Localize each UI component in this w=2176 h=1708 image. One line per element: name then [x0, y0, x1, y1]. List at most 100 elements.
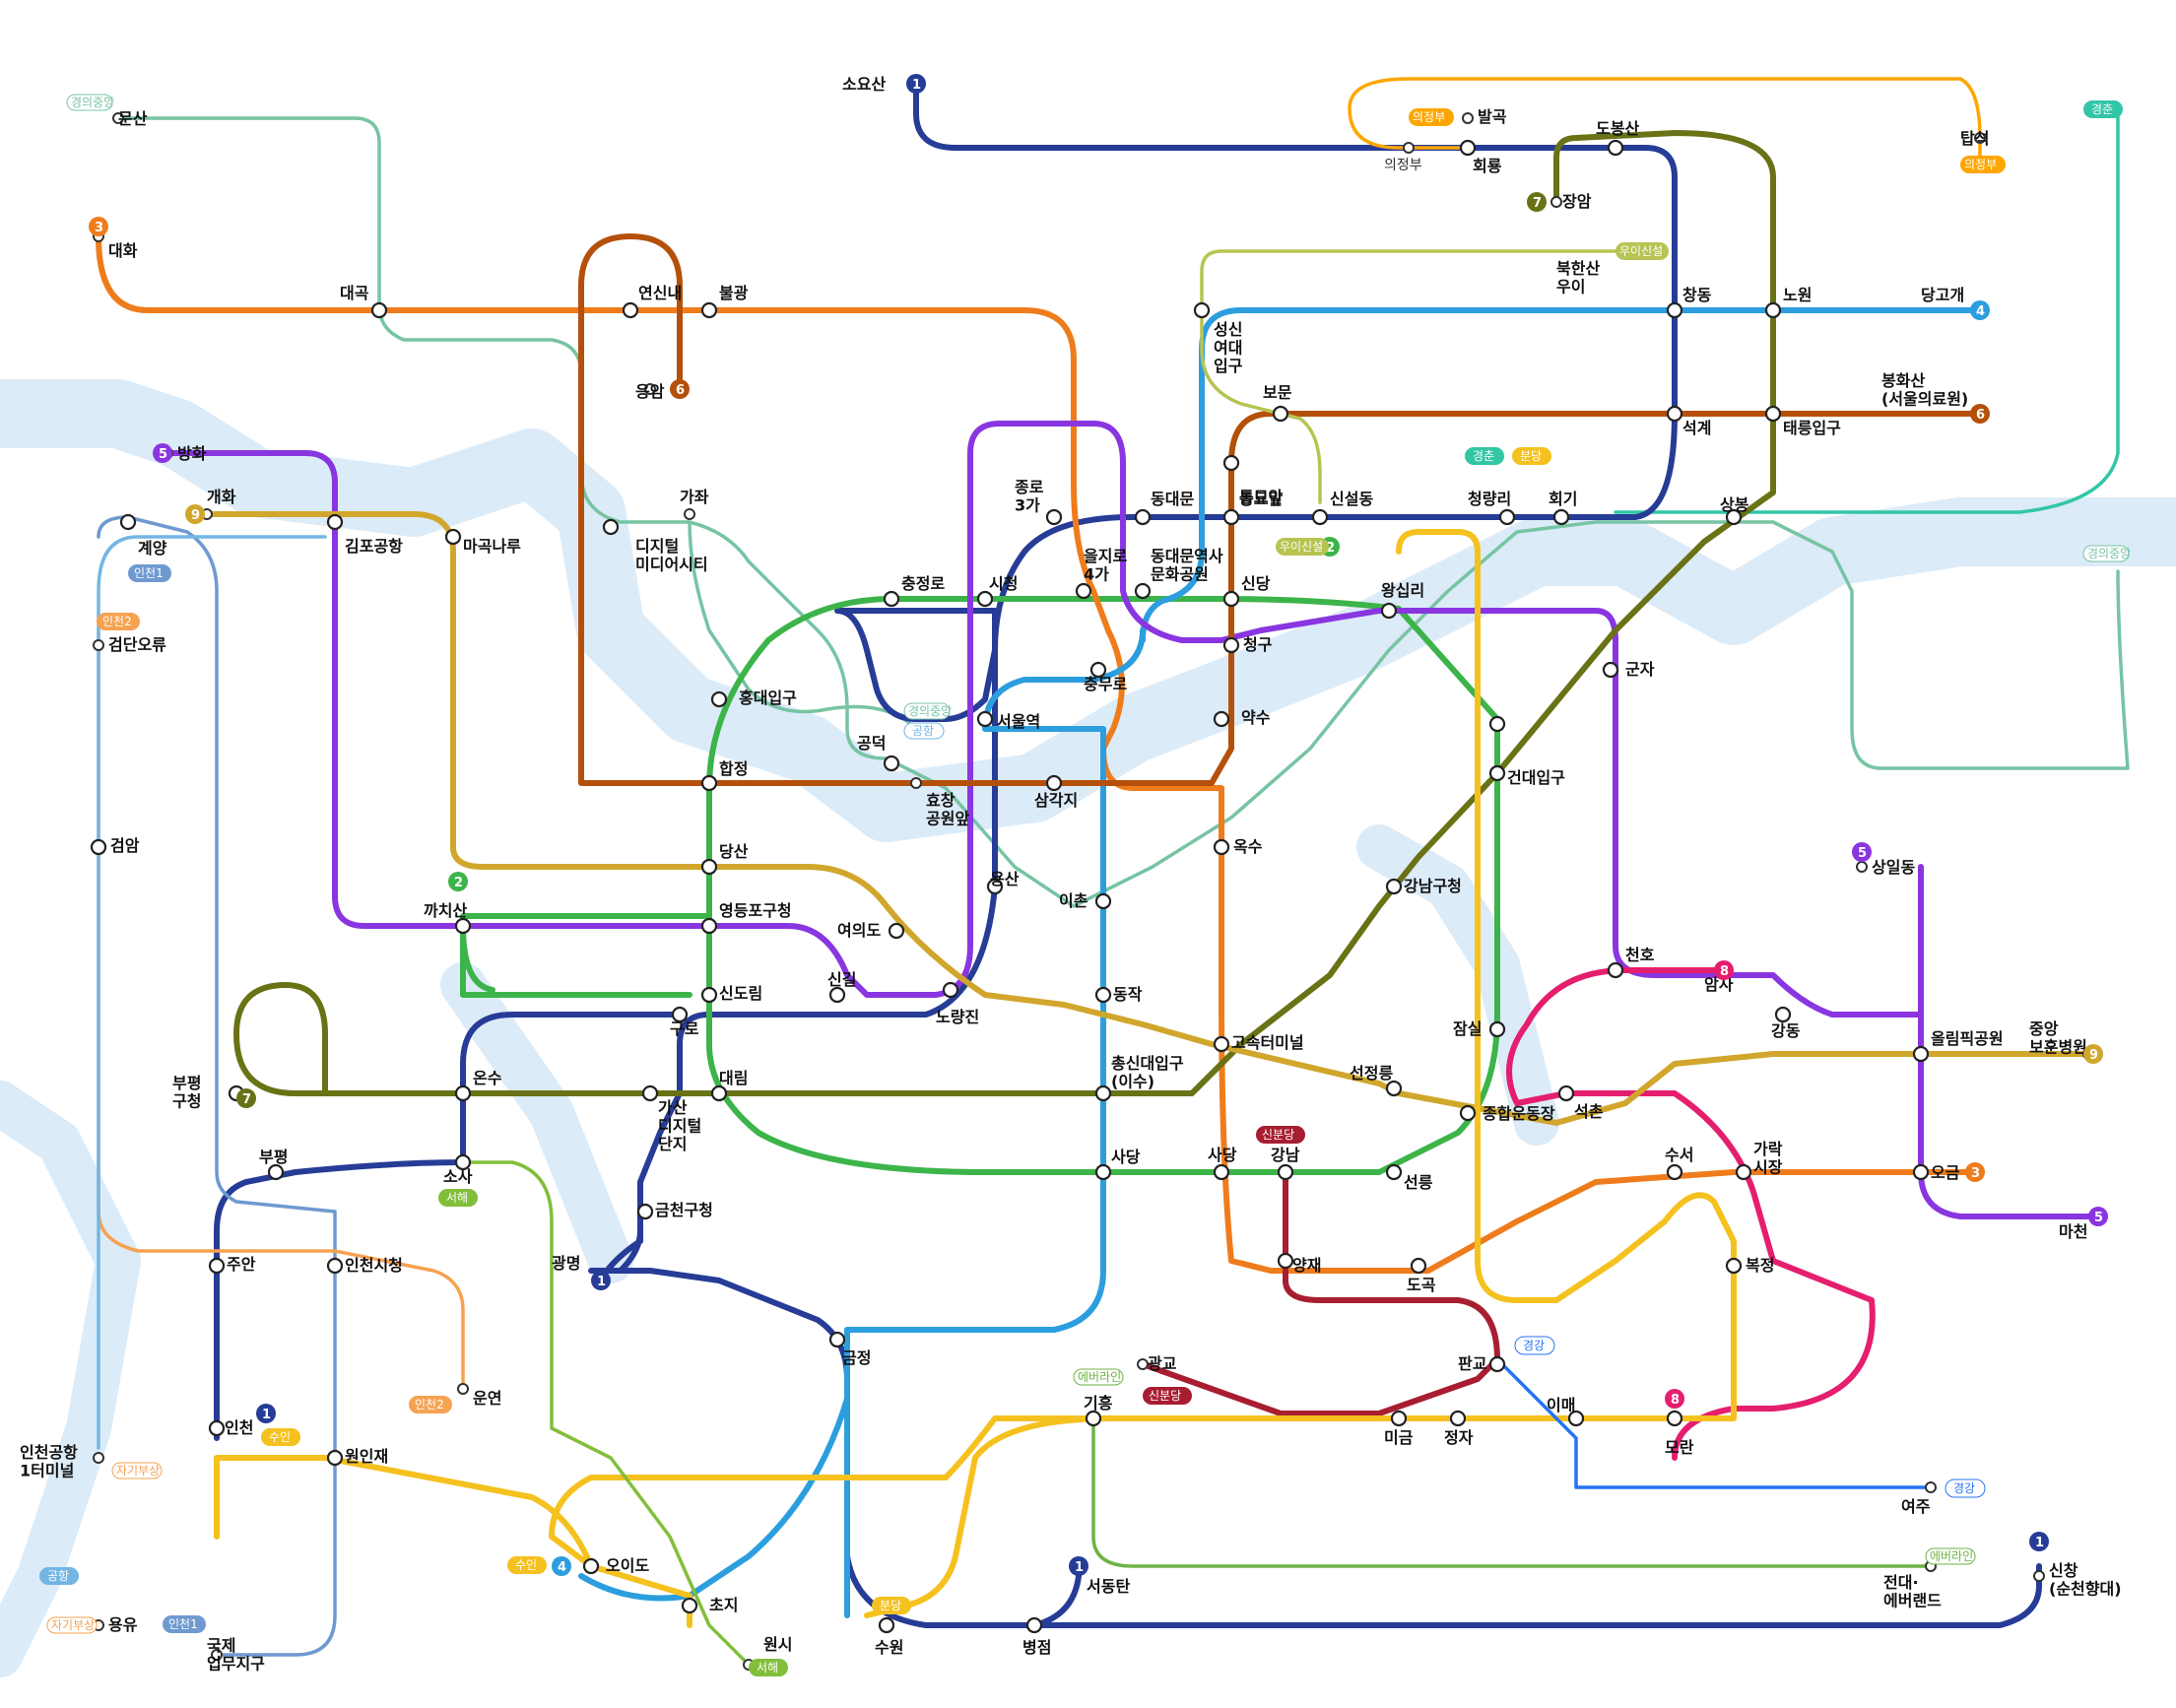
station-hoeryong[interactable]: 회룡: [1459, 139, 1502, 175]
station-jamsil[interactable]: 잠실: [1453, 1019, 1506, 1038]
station-suseo[interactable]: 수서: [1665, 1146, 1693, 1181]
station-magongnaru[interactable]: 마곡나루: [444, 528, 521, 556]
station-cheonho[interactable]: 천호: [1607, 946, 1655, 979]
station-sinseoldong[interactable]: 신설동: [1311, 490, 1373, 526]
station-chungjeongno[interactable]: 충정로: [883, 574, 945, 608]
station-sindang[interactable]: 신당: [1222, 574, 1271, 608]
station-sinchang[interactable]: 신창(순천향대): [2033, 1561, 2122, 1598]
station-yongyu[interactable]: 용유: [93, 1615, 138, 1634]
station-unyeon[interactable]: 운연: [457, 1383, 501, 1408]
station-dongdaemun[interactable]: 동대문: [1134, 490, 1194, 526]
station-hoegi[interactable]: 회기: [1549, 490, 1577, 526]
station-cheongnyangni[interactable]: 청량리: [1468, 490, 1516, 526]
station-juan[interactable]: 주안: [208, 1255, 256, 1275]
station-gangnam[interactable]: 강남: [1271, 1146, 1300, 1181]
station-woninjae[interactable]: 원인재: [326, 1447, 388, 1467]
station-choji[interactable]: 초지: [681, 1596, 738, 1614]
station-munsan[interactable]: 문산: [112, 109, 148, 128]
station-geumjeong[interactable]: 금정: [828, 1331, 871, 1367]
station-dongmyo[interactable]: 동묘앞: [1222, 490, 1283, 526]
station-sangbong[interactable]: 상봉: [1720, 495, 1749, 526]
station-hapjeong[interactable]: 합정: [700, 759, 748, 792]
station-incheon[interactable]: 인천: [208, 1418, 253, 1437]
station-migeum[interactable]: 미금: [1384, 1410, 1414, 1447]
station-yaksu[interactable]: 약수: [1213, 708, 1271, 728]
station-chang-dong[interactable]: 창동: [1666, 286, 1712, 319]
station-gajwa[interactable]: 가좌: [680, 488, 709, 520]
station-taereung[interactable]: 태릉입구: [1764, 405, 1841, 437]
station-suwon[interactable]: 수원: [875, 1616, 903, 1657]
station-geumcheon[interactable]: 금천구청: [636, 1201, 713, 1220]
station-bokjeong[interactable]: 복정: [1725, 1256, 1774, 1275]
station-bomun[interactable]: 보문: [1263, 383, 1292, 423]
station-tapseok[interactable]: 탑석: [1960, 129, 1989, 148]
station-byeongjeom[interactable]: 병점: [1022, 1616, 1051, 1657]
station-jeongja[interactable]: 정자: [1444, 1410, 1474, 1447]
station-eungam[interactable]: 응암: [635, 382, 665, 401]
station-gunja[interactable]: 군자: [1602, 660, 1655, 679]
station-ichon[interactable]: 이촌: [1059, 891, 1112, 910]
station-yeongdeungpogu[interactable]: 영등포구청: [700, 901, 792, 935]
station-gongdeok[interactable]: 공덕: [857, 734, 900, 772]
station-guro[interactable]: 구로: [670, 1006, 699, 1038]
station-samgakji[interactable]: 삼각지: [1034, 774, 1078, 810]
station-daegok[interactable]: 대곡: [340, 284, 388, 319]
station-onsu[interactable]: 온수: [454, 1069, 502, 1102]
station-giheung[interactable]: 기흥: [1084, 1394, 1113, 1427]
station-sindorim[interactable]: 신도림: [700, 984, 762, 1004]
station-kkachisan[interactable]: 까치산: [424, 901, 472, 935]
station-daerim[interactable]: 대림: [710, 1069, 748, 1102]
station-yeoju[interactable]: 여주: [1901, 1481, 1937, 1516]
station-dangsan[interactable]: 당산: [700, 842, 749, 876]
station-uijeongbu[interactable]: 의정부: [1384, 142, 1422, 173]
station-dogok[interactable]: 도곡: [1407, 1257, 1436, 1294]
station-cityhall[interactable]: 시청: [976, 574, 1018, 608]
station-pangyo[interactable]: 판교: [1458, 1354, 1506, 1373]
station-olympic[interactable]: 올림픽공원: [1912, 1029, 2004, 1063]
station-isu[interactable]: 총신대입구(이수): [1094, 1054, 1184, 1102]
station-singil[interactable]: 신길: [827, 970, 856, 1004]
station-hongdae[interactable]: 홍대입구: [710, 689, 797, 708]
station-gwanggyo[interactable]: 광교: [1137, 1354, 1177, 1373]
station-geomam[interactable]: 검암: [90, 836, 140, 856]
station-bulgwang[interactable]: 불광: [700, 284, 749, 319]
station-seokgye[interactable]: 석계: [1666, 405, 1711, 437]
station-gangnamgu[interactable]: 강남구청: [1385, 877, 1462, 895]
station-nowon[interactable]: 노원: [1764, 286, 1812, 319]
station-dongjak[interactable]: 동작: [1094, 985, 1143, 1004]
station-dobongsan[interactable]: 도봉산: [1596, 119, 1639, 157]
station-seolleung[interactable]: 선릉: [1385, 1163, 1433, 1192]
station-wangsimni[interactable]: 왕십리: [1380, 581, 1424, 620]
station-chungmuro[interactable]: 충무로: [1084, 661, 1127, 693]
station-seokchon[interactable]: 석촌: [1557, 1084, 1604, 1121]
station-dongmyo6[interactable]: 동묘앞: [1222, 454, 1283, 506]
station-sportscomplex[interactable]: 종합운동장: [1459, 1104, 1555, 1123]
station-oksu[interactable]: 옥수: [1213, 837, 1263, 856]
station-yangjae[interactable]: 양재: [1277, 1252, 1321, 1275]
station-balgok[interactable]: 발곡: [1462, 107, 1507, 126]
station-bupyeong[interactable]: 부평: [259, 1148, 288, 1181]
station-gyeyang[interactable]: 계양: [119, 513, 167, 558]
station-yeonsinnae[interactable]: 연신내: [622, 284, 682, 319]
station-sosa[interactable]: 소사: [443, 1153, 473, 1186]
station-oido[interactable]: 오이도: [582, 1556, 649, 1575]
station-incheoncityhall[interactable]: 인천시청: [326, 1256, 403, 1275]
station-yongsan[interactable]: 용산: [986, 870, 1020, 895]
station-noryangjin[interactable]: 노량진: [936, 981, 979, 1026]
station-seoulstation[interactable]: 서울역: [976, 710, 1040, 731]
station-konkuk[interactable]: 건대입구: [1488, 764, 1565, 787]
station-seonjeongneung[interactable]: 선정릉: [1350, 1064, 1403, 1097]
station-jangam[interactable]: 장암: [1550, 192, 1592, 211]
station-gyodae[interactable]: 사당: [1208, 1146, 1237, 1181]
station-jeondae[interactable]: 전대·에버랜드: [1883, 1560, 1942, 1609]
station-seongsu[interactable]: [1488, 715, 1506, 733]
